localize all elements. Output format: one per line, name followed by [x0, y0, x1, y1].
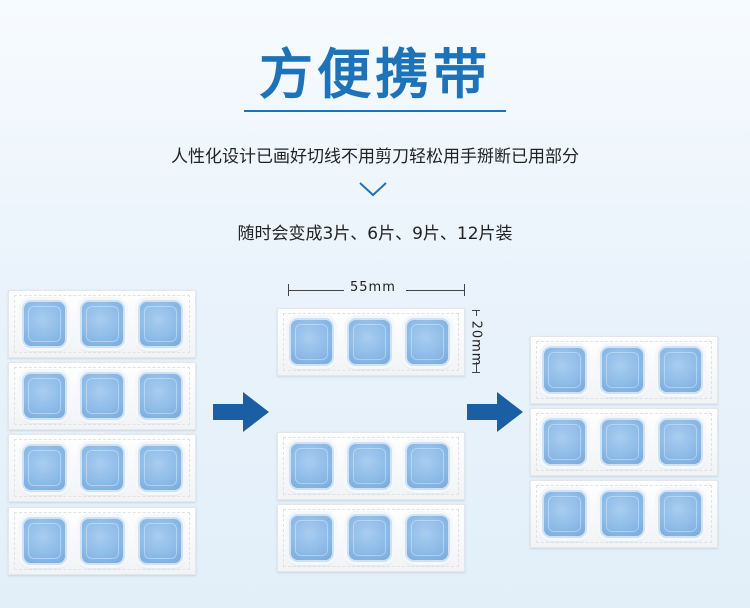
tablet — [405, 442, 450, 490]
tablet — [22, 517, 67, 565]
chevron-down-icon — [359, 182, 387, 197]
tablet — [600, 346, 645, 394]
caption-text: 随时会变成3片、6片、9片、12片装 — [237, 224, 513, 244]
tablet — [658, 346, 703, 394]
blister-strip — [8, 362, 196, 430]
blister-strip — [530, 480, 718, 548]
tablet — [138, 517, 183, 565]
blister-strip-single — [277, 308, 465, 376]
tablet — [138, 444, 183, 492]
tablet — [22, 300, 67, 348]
tablet — [289, 442, 334, 490]
tablet — [289, 514, 334, 562]
page-title: 方便携带 — [259, 43, 491, 106]
tablet — [658, 490, 703, 538]
tablet — [22, 444, 67, 492]
tablet — [80, 300, 125, 348]
tablet — [600, 490, 645, 538]
tablet — [658, 418, 703, 466]
tablet — [542, 346, 587, 394]
tablet — [289, 318, 334, 366]
blister-strip — [530, 336, 718, 404]
tablet — [600, 418, 645, 466]
blister-strip — [8, 507, 196, 575]
arrow-right-icon — [467, 392, 523, 432]
tablet — [80, 444, 125, 492]
tablet — [138, 300, 183, 348]
blister-strip — [530, 408, 718, 476]
tablet — [347, 442, 392, 490]
blister-strip — [8, 434, 196, 502]
subtitle-text: 人性化设计已画好切线不用剪刀轻松用手掰断已用部分 — [171, 147, 579, 167]
width-label: 55mm — [350, 280, 396, 295]
tablet — [22, 372, 67, 420]
title-underline — [244, 110, 506, 112]
tablet — [138, 372, 183, 420]
blister-strip — [277, 504, 465, 572]
tablet — [405, 514, 450, 562]
tablet — [542, 418, 587, 466]
tablet — [347, 318, 392, 366]
blister-strip — [277, 432, 465, 500]
tablet — [80, 372, 125, 420]
arrow-right-icon — [213, 392, 269, 432]
tablet — [405, 318, 450, 366]
tablet — [542, 490, 587, 538]
tablet — [80, 517, 125, 565]
blister-strip — [8, 290, 196, 358]
tablet — [347, 514, 392, 562]
